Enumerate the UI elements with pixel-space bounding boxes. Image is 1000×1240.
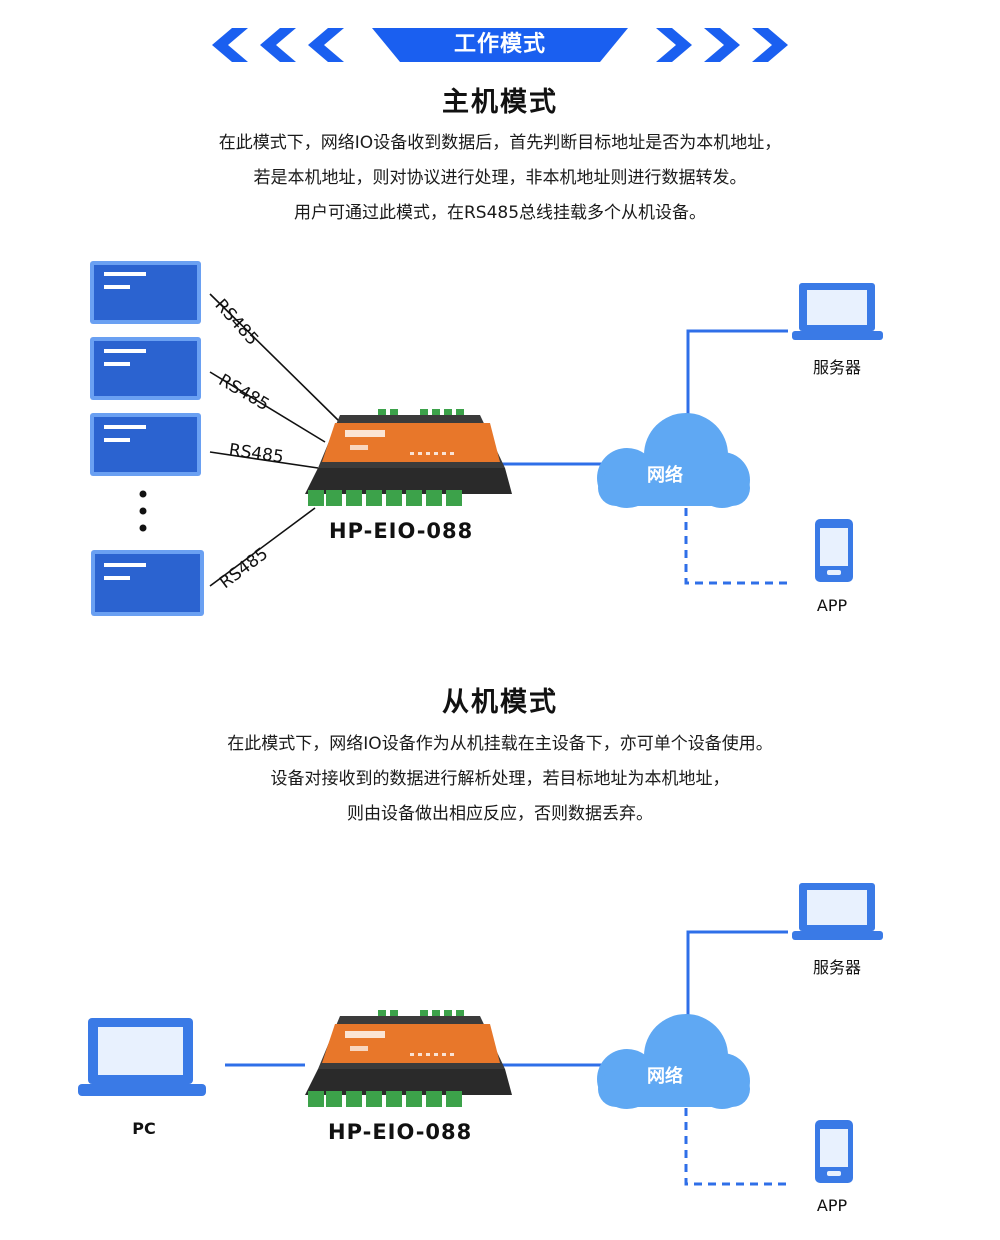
laptop-icon [792,283,883,340]
slave-title: 从机模式 [442,687,558,718]
pc-label: PC [132,1119,156,1138]
laptop-icon [78,1018,206,1096]
server-label: 服务器 [812,358,861,377]
slave-description-line: 在此模式下，网络IO设备作为从机挂载在主设备下，亦可单个设备使用。 [227,734,773,754]
chevron-left-icon [212,28,344,62]
cloud-to-app-line [684,508,788,585]
server-label: 服务器 [812,958,861,977]
device-name: HP-EIO-088 [328,1120,473,1144]
slave-description-line: 则由设备做出相应反应，否则数据丢弃。 [347,804,653,824]
io-device-icon [305,1010,512,1107]
master-title: 主机模式 [442,87,558,118]
cloud-to-app-line [684,1108,788,1186]
master-diagram [90,261,883,616]
cloud-to-server-line [686,329,788,420]
banner-title: 工作模式 [453,32,546,57]
banner-graphic [212,28,788,62]
slave-description-line: 设备对接收到的数据进行解析处理，若目标地址为本机地址， [270,769,730,789]
device-name: HP-EIO-088 [329,519,474,543]
slave-device-icon [90,413,201,476]
io-device-icon [305,409,512,506]
banner-background [372,28,628,62]
slave-device-icon [91,550,204,616]
cloud-icon [597,1014,750,1109]
cloud-to-server-line [686,930,788,1020]
smartphone-icon [815,519,853,582]
cloud-icon [597,413,750,508]
ellipsis-dots [139,490,147,532]
slave-device-icon [90,337,201,400]
master-description-line: 用户可通过此模式，在RS485总线挂载多个从机设备。 [293,203,707,223]
app-label: APP [816,1196,848,1215]
cloud-label: 网络 [647,465,683,486]
laptop-icon [792,883,883,940]
master-description-line: 若是本机地址，则对协议进行处理，非本机地址则进行数据转发。 [253,168,747,188]
smartphone-icon [815,1120,853,1183]
master-description-line: 在此模式下，网络IO设备收到数据后，首先判断目标地址是否为本机地址， [218,133,782,153]
cloud-label: 网络 [647,1066,683,1087]
slave-description: 在此模式下，网络IO设备作为从机挂载在主设备下，亦可单个设备使用。 设备对接收到… [0,727,1000,832]
master-description: 在此模式下，网络IO设备收到数据后，首先判断目标地址是否为本机地址， 若是本机地… [0,126,1000,231]
slave-device-icon [90,261,201,324]
rs485-lines [209,293,341,587]
app-label: APP [816,596,848,615]
chevron-right-icon [656,28,788,62]
